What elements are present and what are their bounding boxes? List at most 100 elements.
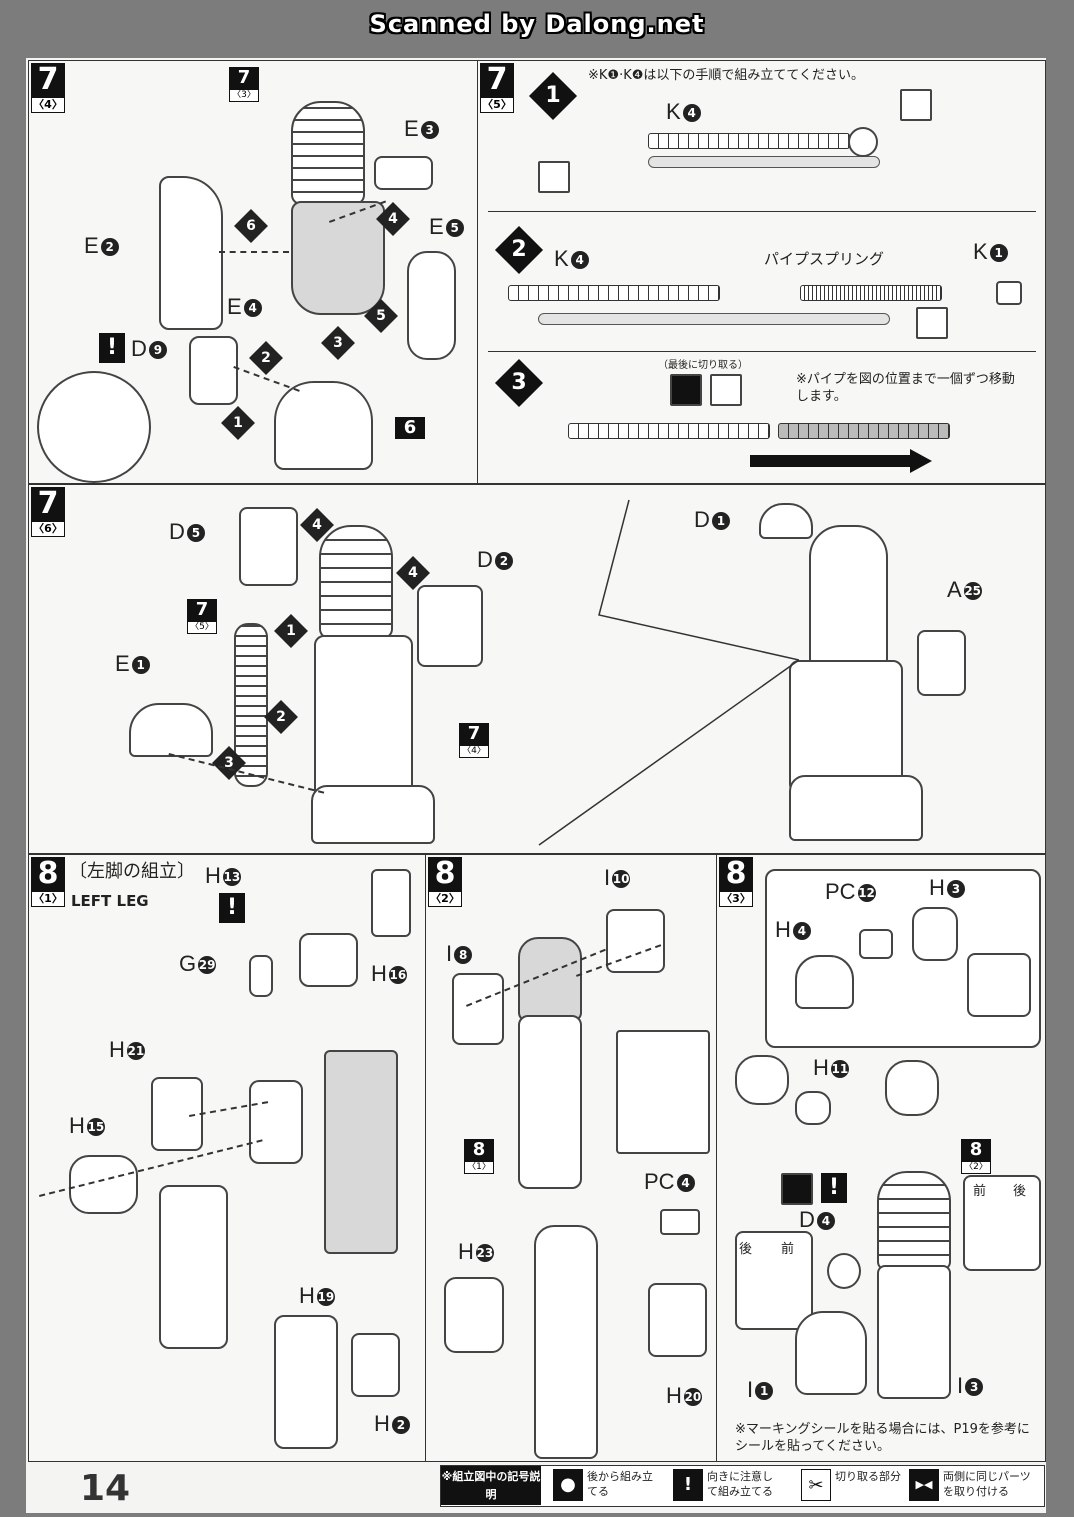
leg-foot [311,785,435,844]
leg-frame [518,1015,582,1189]
step-badge: 7〈6〉 [31,487,65,537]
ref-badge-7-3: 7〈3〉 [229,67,259,102]
section-title-en: LEFT LEG [71,892,149,910]
build-later-icon: ● [553,1469,583,1501]
note-pipe-move: ※パイプを図の位置まで一個ずつ移動します。 [796,372,1015,404]
label-front: 前 [973,1184,987,1199]
part-h16 [299,933,358,987]
label-front-left: 前 [781,1242,795,1257]
divider [488,351,1036,352]
leg-top-assembled [877,1171,951,1270]
foot-right-view [789,775,923,841]
substep-2: 2 [494,225,544,275]
cut-icon [900,89,932,121]
step-badge: 8〈1〉 [31,857,65,907]
legend-text: 両側に同じパーツを取り付ける [943,1470,1031,1498]
lower-leg [877,1265,951,1399]
k4b-sprue [538,313,890,325]
arrow-num-2: 2 [249,341,283,375]
part-h11 [795,1091,831,1125]
part-d4 [827,1253,861,1289]
part-h15 [69,1155,138,1214]
part-d5 [239,507,298,586]
substep-3: 3 [494,358,544,408]
torso-head [319,525,393,639]
frame-detail [324,1050,398,1254]
direction-arrow-head [910,449,932,473]
legend-text: 後から組み立てる [587,1470,653,1498]
part-g29 [249,955,273,997]
legend-text: 切り取る部分 [835,1470,901,1483]
ref-badge-8-1: 8〈1〉 [464,1139,494,1174]
part-i1 [795,1311,867,1395]
label-back-left: 後 [739,1242,753,1257]
part-pc4 [660,1209,700,1235]
detail-box [616,1030,710,1154]
k4b-tube [508,285,720,301]
lower-leg-frame [159,1185,228,1349]
cut-icon [710,374,742,406]
scanned-watermark: Scanned by Dalong.net [369,10,705,38]
pipe-stage-3 [568,423,770,439]
part-h4 [795,955,854,1009]
caution-icon: ! [99,333,125,363]
part-h21 [151,1077,203,1151]
step-badge: 8〈2〉 [428,857,462,907]
same-parts-icon [781,1173,813,1205]
scissors-icon: ✂ [801,1469,831,1501]
arrow-num-2: 2 [264,700,298,734]
front-back-badge-left [735,1231,813,1330]
torso-part [291,101,365,205]
part-i8 [452,973,504,1045]
caution-icon: ! [219,893,245,923]
leg-right-view [789,660,903,794]
ref-badge-8-2: 8〈2〉 [961,1139,991,1174]
torso-right-view [809,525,888,669]
substep-1: 1 [528,71,578,121]
divider [488,211,1036,212]
part-e5 [407,251,456,360]
zoom-bubble [37,371,151,483]
ankle-joint [885,1060,939,1116]
legend-text: 向きに注意して組み立てる [707,1470,773,1498]
part-d2 [417,585,483,667]
cut-icon [538,161,570,193]
note-marking-sticker: ※マーキングシールを貼る場合には、P19を参考にシールを貼ってください。 [735,1422,1030,1454]
caution-icon: ! [673,1469,703,1501]
k4-tube [648,133,850,149]
detail-bubble [371,869,411,937]
arrow-num-4: 4 [376,202,410,236]
part-detail-zoom [967,953,1031,1017]
guide-line [219,251,289,253]
part-k1 [996,281,1022,305]
label-back: 後 [1013,1184,1027,1199]
part-i10 [606,909,665,973]
part-pc12 [859,929,893,959]
caution-icon: ! [821,1173,847,1203]
step-badge: 7〈5〉 [480,63,514,113]
part-h20 [648,1283,707,1357]
